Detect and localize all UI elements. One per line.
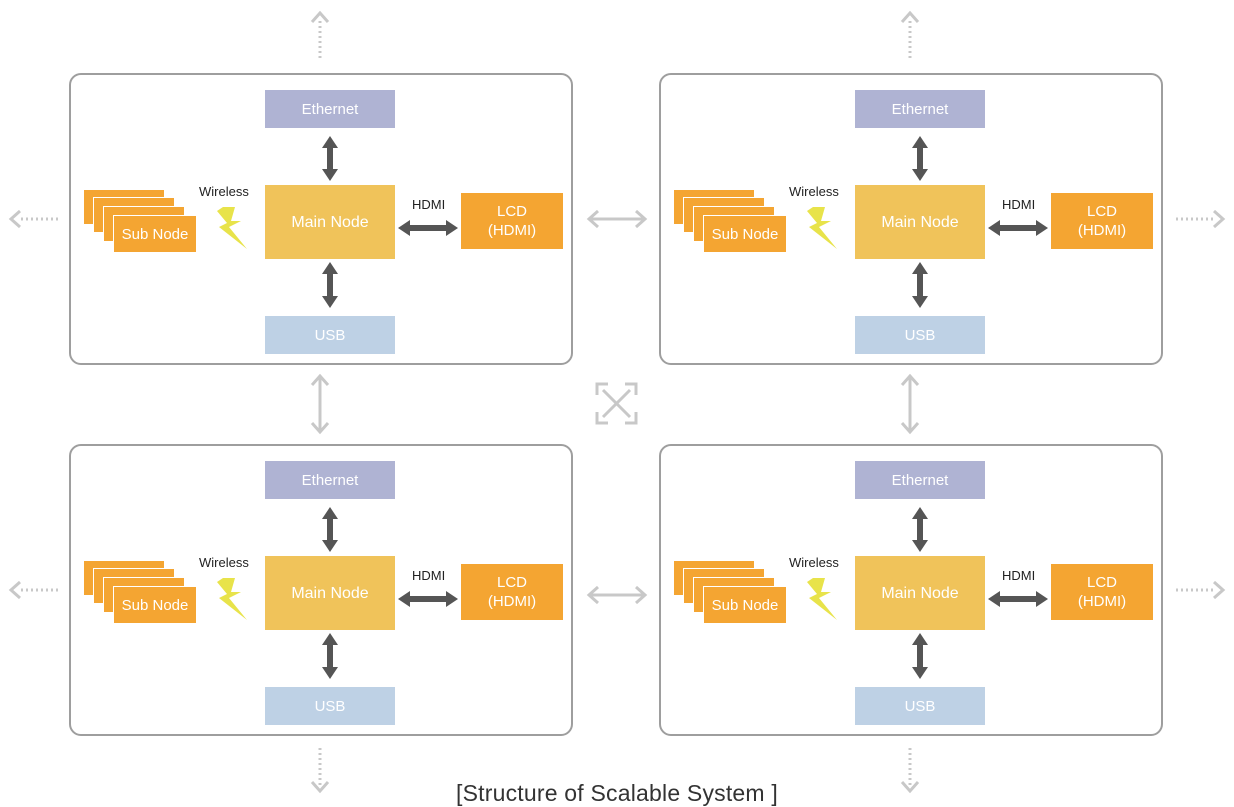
hdmi-label: HDMI bbox=[1002, 197, 1036, 212]
ethernet-box: Ethernet bbox=[265, 90, 395, 128]
lcd-sublabel: (HDMI) bbox=[487, 222, 537, 239]
main-node-box: Main Node bbox=[265, 556, 395, 630]
cluster-links bbox=[322, 507, 458, 679]
lightning-bolt-icon bbox=[807, 578, 837, 620]
link-arrow-left-vertical bbox=[310, 373, 330, 435]
lcd-label: LCD bbox=[496, 574, 527, 591]
expand-arrows-icon bbox=[595, 382, 638, 425]
wireless-label: Wireless bbox=[789, 555, 839, 570]
node-cluster-top-left: Ethernet Main Node USB LCD (HDMI) Sub No… bbox=[69, 73, 573, 365]
lcd-label: LCD bbox=[1086, 203, 1117, 220]
expand-right-arrow-top bbox=[1176, 209, 1226, 229]
sub-node-box: Sub Node bbox=[703, 215, 787, 253]
expand-up-arrow-right bbox=[900, 10, 920, 58]
main-node-box: Main Node bbox=[265, 185, 395, 259]
lightning-bolt-icon bbox=[217, 578, 247, 620]
main-node-box: Main Node bbox=[855, 556, 985, 630]
usb-box: USB bbox=[855, 316, 985, 354]
wireless-label: Wireless bbox=[199, 555, 249, 570]
sub-node-box: Sub Node bbox=[113, 586, 197, 624]
hdmi-label: HDMI bbox=[1002, 568, 1036, 583]
wireless-label: Wireless bbox=[789, 184, 839, 199]
hdmi-label: HDMI bbox=[412, 568, 446, 583]
expand-left-arrow-bottom bbox=[8, 580, 58, 600]
lightning-bolt-icon bbox=[217, 207, 247, 249]
lcd-sublabel: (HDMI) bbox=[1077, 222, 1127, 239]
lcd-box: LCD (HDMI) bbox=[1051, 564, 1153, 620]
lcd-box: LCD (HDMI) bbox=[1051, 193, 1153, 249]
sub-node-box: Sub Node bbox=[113, 215, 197, 253]
link-arrow-right-vertical bbox=[900, 373, 920, 435]
main-node-box: Main Node bbox=[855, 185, 985, 259]
hdmi-label: HDMI bbox=[412, 197, 446, 212]
lcd-sublabel: (HDMI) bbox=[487, 593, 537, 610]
usb-box: USB bbox=[855, 687, 985, 725]
expand-down-arrow-left bbox=[310, 748, 330, 794]
expand-right-arrow-bottom bbox=[1176, 580, 1226, 600]
lcd-box: LCD (HDMI) bbox=[461, 564, 563, 620]
cluster-links bbox=[322, 136, 458, 308]
cluster-links bbox=[912, 507, 1048, 679]
lcd-sublabel: (HDMI) bbox=[1077, 593, 1127, 610]
usb-box: USB bbox=[265, 316, 395, 354]
ethernet-box: Ethernet bbox=[855, 461, 985, 499]
node-cluster-bottom-left: Ethernet Main Node USB LCD (HDMI) Sub No… bbox=[69, 444, 573, 736]
lcd-label: LCD bbox=[1086, 574, 1117, 591]
lcd-label: LCD bbox=[496, 203, 527, 220]
ethernet-box: Ethernet bbox=[855, 90, 985, 128]
node-cluster-bottom-right: Ethernet Main Node USB LCD (HDMI) Sub No… bbox=[659, 444, 1163, 736]
wireless-label: Wireless bbox=[199, 184, 249, 199]
link-arrow-bottom-horizontal bbox=[586, 585, 648, 605]
diagram-caption: [Structure of Scalable System ] bbox=[456, 780, 778, 806]
sub-node-box: Sub Node bbox=[703, 586, 787, 624]
ethernet-box: Ethernet bbox=[265, 461, 395, 499]
expand-left-arrow-top bbox=[8, 209, 58, 229]
link-arrow-top-horizontal bbox=[586, 209, 648, 229]
lightning-bolt-icon bbox=[807, 207, 837, 249]
expand-up-arrow-left bbox=[310, 10, 330, 58]
cluster-links bbox=[912, 136, 1048, 308]
node-cluster-top-right: Ethernet Main Node USB LCD (HDMI) Sub No… bbox=[659, 73, 1163, 365]
usb-box: USB bbox=[265, 687, 395, 725]
expand-down-arrow-right bbox=[900, 748, 920, 794]
lcd-box: LCD (HDMI) bbox=[461, 193, 563, 249]
